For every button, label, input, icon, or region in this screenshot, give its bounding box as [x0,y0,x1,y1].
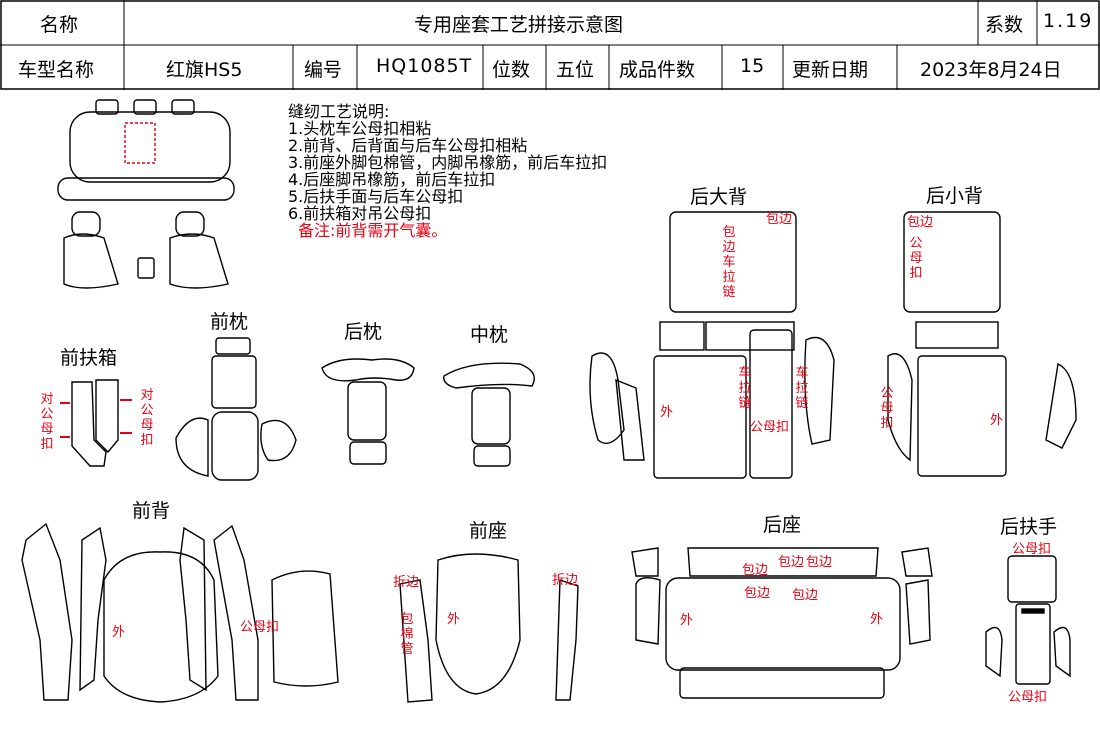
note-item: 5.后扶手面与后车公母扣 [288,187,464,206]
header-table: 名称 专用座套工艺拼接示意图 系数 1.19 车型名称 红旗HS5 编号 HQ1… [0,0,1100,90]
label-big-back-edge: 包边 [766,212,793,227]
pieces-value: 15 [740,55,765,77]
front-box-pattern [71,379,119,467]
note-item: 1.头枕车公母扣相粘 [288,119,432,138]
front-pillow-pattern [175,337,297,481]
front-seat-pattern [399,553,579,703]
coef-value: 1.19 [1043,10,1094,32]
label-front-seat-fold-right: 折边 [552,573,579,588]
section-rear-pillow: 后枕 [344,321,383,343]
label-front-back-snap: 公母扣 [240,620,280,635]
label-front-box-left: 对公母扣 [40,392,54,452]
label-front-box-right: 对公母扣 [140,388,154,448]
label-armrest-snap-bottom: 公母扣 [1008,690,1048,705]
note-item: 6.前扶箱对吊公母扣 [288,204,432,223]
code-value: HQ1085T [376,55,473,77]
header-grid [0,0,1100,90]
seats-label: 位数 [492,59,531,81]
label-big-back-zipper: 包边车拉链 [722,225,736,300]
label-front-seat-outer: 外 [447,612,461,627]
label-small-back-snap-side: 公母扣 [880,386,894,431]
rear-small-back-pattern [887,211,1077,477]
label-front-seat-pipe: 包棉管 [400,612,414,657]
note-item: 3.前座外脚包棉管，内脚吊橡筋，前后车拉扣 [288,153,608,172]
section-front-seat: 前座 [469,520,508,542]
date-value: 2023年8月24日 [920,59,1062,81]
note-item: 2.前背、后背面与后车公母扣相粘 [288,136,528,155]
label-rear-seat-edge-3: 包边 [806,555,833,570]
note-item: 4.后座脚吊橡筋，前后车拉扣 [288,170,496,189]
name-label: 名称 [40,14,79,36]
label-big-back-snap: 公母扣 [750,420,790,435]
label-armrest-snap-top: 公母扣 [1012,542,1052,557]
notes-title: 缝纫工艺说明: [288,102,390,121]
model-value: 红旗HS5 [166,59,243,81]
label-big-back-outer: 外 [660,405,674,420]
front-back-pattern [21,522,339,703]
label-front-back-outer: 外 [112,625,126,640]
section-rear-seat: 后座 [763,514,802,536]
label-rear-seat-edge-1: 包边 [742,563,769,578]
label-small-back-snap: 公母扣 [909,236,923,281]
label-front-seat-fold-left: 折边 [393,575,420,590]
section-front-box: 前扶箱 [60,347,118,369]
section-front-back: 前背 [132,500,171,522]
rear-seat-pattern [631,547,933,699]
section-front-pillow: 前枕 [210,311,249,333]
label-big-back-zip-left: 车拉链 [738,366,752,411]
label-rear-seat-outer-left: 外 [680,613,694,628]
code-label: 编号 [304,59,343,81]
doc-title: 专用座套工艺拼接示意图 [414,14,624,36]
rear-pillow-pattern [321,358,415,465]
mid-pillow-pattern [443,362,535,467]
date-label: 更新日期 [792,59,869,81]
label-small-back-outer: 外 [990,413,1004,428]
label-rear-seat-edge-4: 包边 [744,586,771,601]
label-rear-seat-edge-5: 包边 [792,588,819,603]
section-mid-pillow: 中枕 [470,324,509,346]
notes-remark: 备注:前背需开气囊。 [298,221,448,240]
car-overview-thumb [57,99,235,289]
coef-label: 系数 [985,14,1024,36]
rear-armrest-pattern [985,555,1071,685]
label-rear-seat-outer-right: 外 [870,612,884,627]
sewing-notes: 缝纫工艺说明: 1.头枕车公母扣相粘 2.前背、后背面与后车公母扣相粘 3.前座… [288,103,607,239]
rear-big-back-pattern [589,211,835,479]
section-rear-big-back: 后大背 [690,186,748,208]
label-big-back-zip-right: 车拉链 [795,366,809,411]
section-rear-armrest: 后扶手 [1000,516,1058,538]
seats-value: 五位 [556,59,595,81]
pieces-label: 成品件数 [619,59,696,81]
model-label: 车型名称 [18,59,95,81]
label-small-back-edge: 包边 [907,215,934,230]
label-rear-seat-edge-2: 包边 [778,555,805,570]
section-rear-small-back: 后小背 [926,185,984,207]
